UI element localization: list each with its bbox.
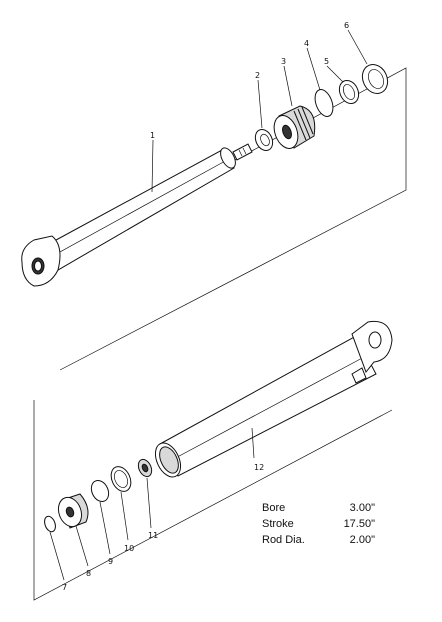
leader-lines — [49, 29, 368, 581]
spec-value: 3.00" — [349, 502, 375, 514]
small-o-ring — [44, 515, 56, 533]
spec-label: Rod Dia. — [262, 534, 305, 546]
cylinder-barrel — [154, 320, 393, 478]
backup-ring — [361, 63, 389, 95]
cylinder-specifications: Bore 3.00" Stroke 17.50" Rod Dia. 2.00" — [262, 500, 375, 548]
callout-4: 4 — [304, 39, 309, 48]
callout-8: 8 — [86, 569, 91, 578]
callout-3: 3 — [281, 57, 286, 66]
gland-ring — [110, 466, 132, 492]
callout-11: 11 — [148, 531, 158, 540]
spec-label: Stroke — [262, 518, 294, 530]
spec-row-rod-dia: Rod Dia. 2.00" — [262, 532, 375, 548]
callout-10: 10 — [124, 544, 134, 553]
piston-rod — [21, 143, 253, 287]
seal-ring-small — [254, 128, 274, 152]
callout-5: 5 — [324, 57, 329, 66]
piston — [273, 105, 316, 149]
assembly-boundary-lower — [33, 400, 393, 601]
callout-9: 9 — [108, 557, 113, 566]
spec-label: Bore — [262, 502, 286, 514]
spec-row-stroke: Stroke 17.50" — [262, 516, 375, 532]
assembly-boundary-upper — [33, 67, 407, 371]
wiper-seal — [90, 479, 110, 503]
callout-1: 1 — [150, 131, 155, 140]
callout-7: 7 — [62, 583, 67, 592]
wear-ring — [314, 89, 334, 117]
spec-value: 2.00" — [349, 534, 375, 546]
callout-2: 2 — [255, 71, 260, 80]
o-ring — [338, 79, 360, 105]
gland — [57, 493, 89, 529]
lock-nut — [137, 458, 153, 478]
callout-12: 12 — [254, 463, 264, 472]
spec-row-bore: Bore 3.00" — [262, 500, 375, 516]
callout-6: 6 — [344, 21, 349, 30]
spec-value: 17.50" — [343, 518, 375, 530]
